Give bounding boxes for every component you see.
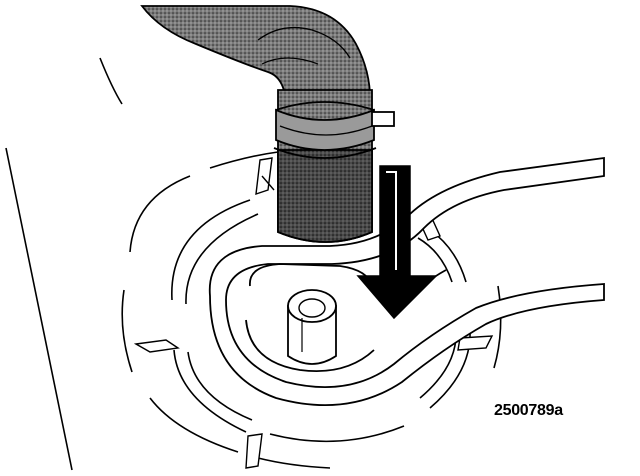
down-arrow-icon — [356, 165, 438, 320]
flange-ring — [171, 199, 471, 443]
hose-clamp — [273, 101, 395, 159]
pump-outlet-nipple — [287, 289, 337, 365]
figure-code: 2500789a — [494, 402, 563, 419]
body-panel — [5, 57, 123, 471]
locking-tabs — [133, 157, 494, 469]
outer-ring — [121, 151, 502, 469]
